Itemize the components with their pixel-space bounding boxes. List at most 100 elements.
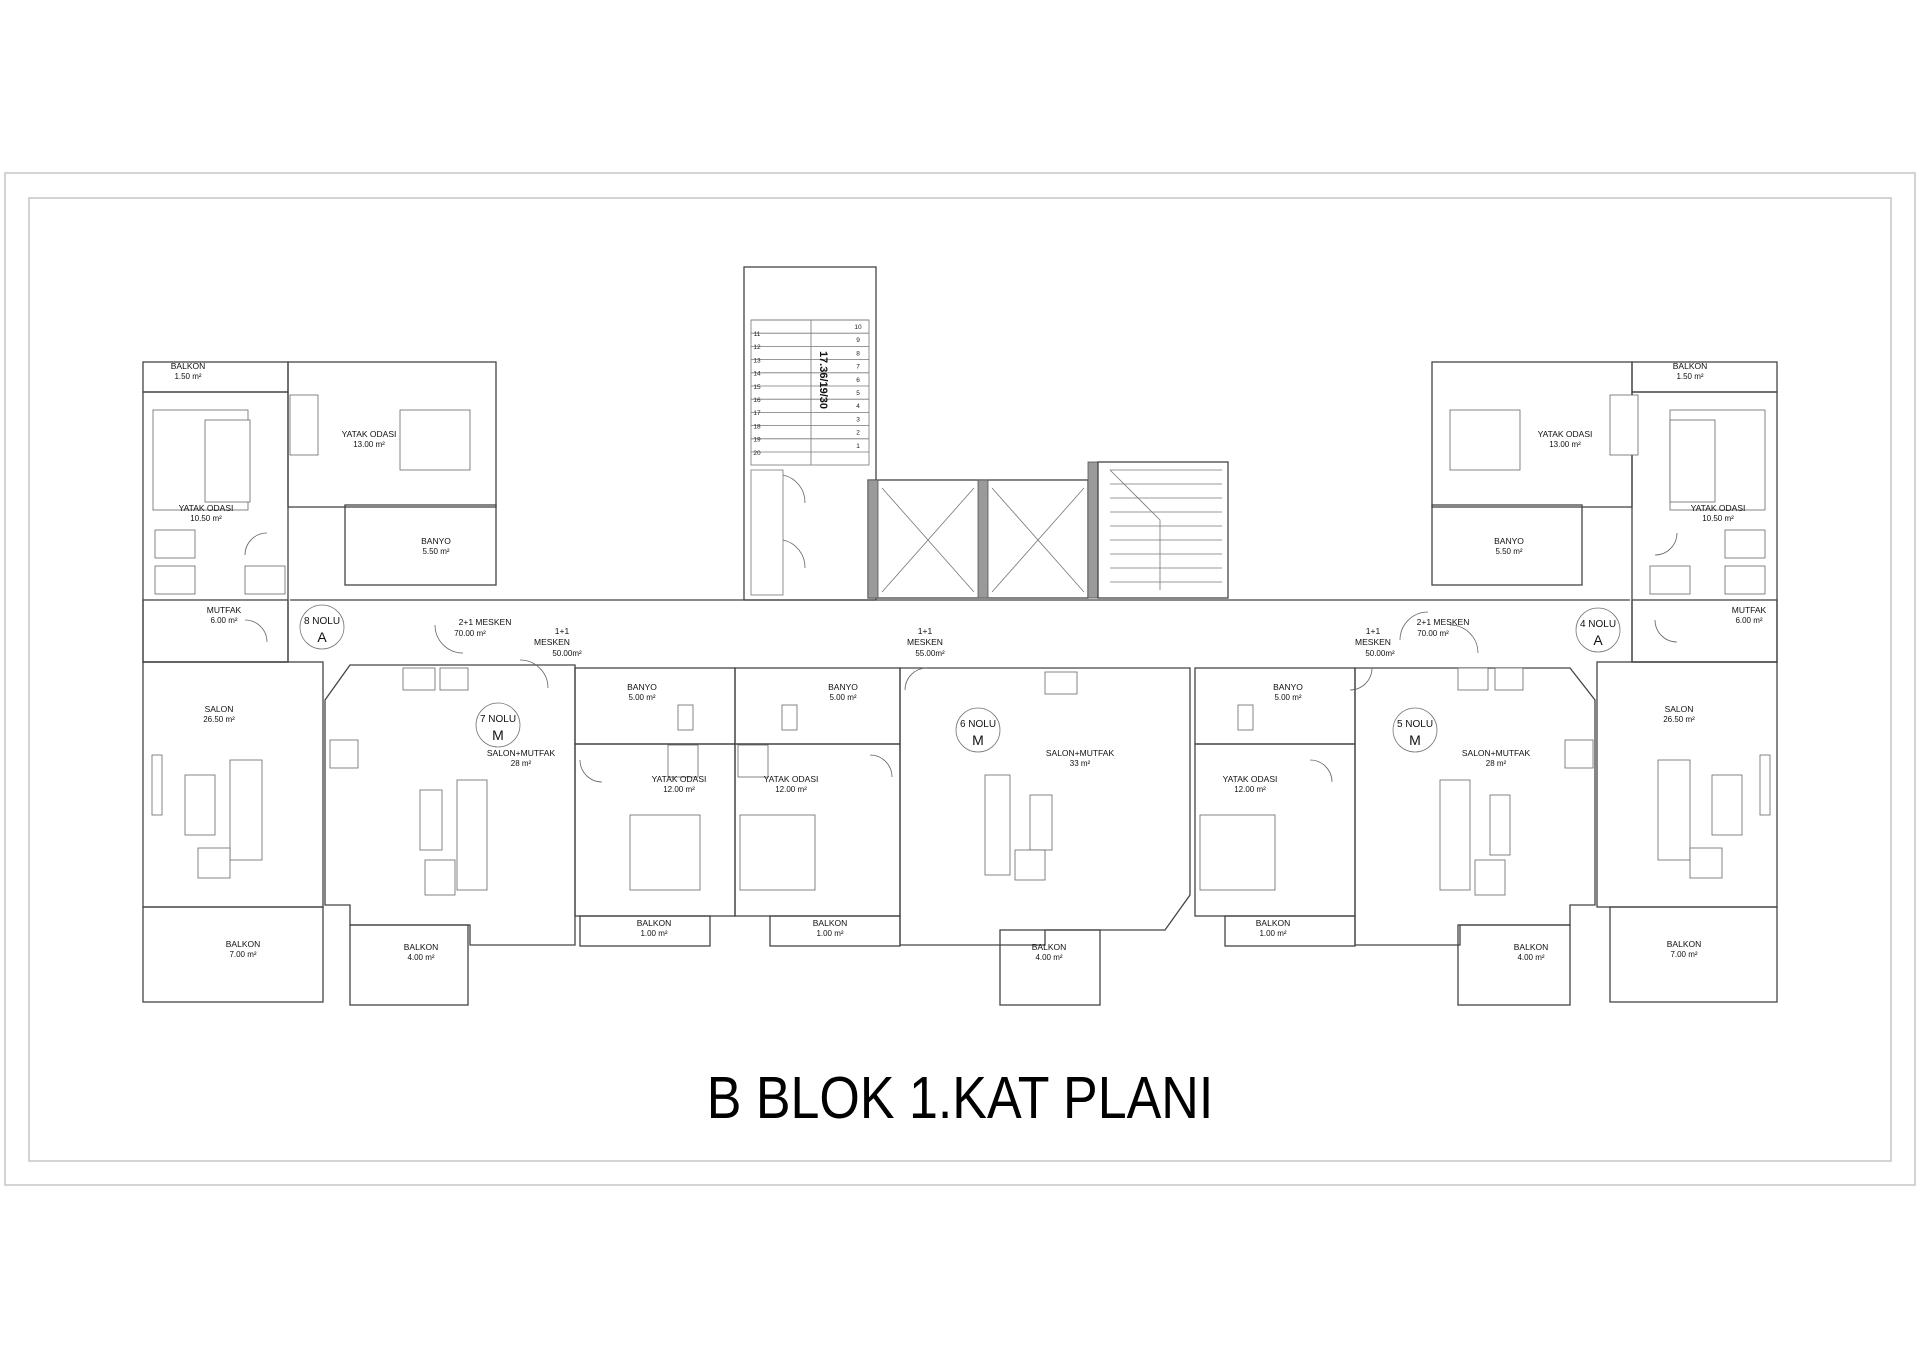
step-number: 1 bbox=[856, 443, 860, 450]
plan-title: B BLOK 1.KAT PLANI bbox=[707, 1063, 1214, 1130]
room-area: 12.00 m² bbox=[775, 785, 807, 794]
unit-tag-6: 6 NOLU M bbox=[955, 707, 1001, 753]
svg-text:M: M bbox=[1409, 732, 1421, 748]
step-number: 2 bbox=[856, 430, 860, 437]
unit-center-11-walls bbox=[734, 667, 901, 947]
unit-8-walls bbox=[142, 361, 497, 1003]
room-area: 26.50 m² bbox=[203, 715, 235, 724]
unit-7-walls bbox=[324, 664, 576, 1006]
room-area: 5.50 m² bbox=[1495, 547, 1522, 556]
room-name: YATAK ODASI bbox=[1223, 774, 1278, 784]
room-area: 28 m² bbox=[1486, 759, 1507, 768]
svg-text:8 NOLU: 8 NOLU bbox=[304, 616, 340, 627]
room-name: SALON+MUTFAK bbox=[1462, 748, 1531, 758]
svg-text:1+1: 1+1 bbox=[555, 626, 570, 636]
room-name: BANYO bbox=[1273, 682, 1303, 692]
room-name: SALON bbox=[205, 704, 234, 714]
room-name: BANYO bbox=[421, 536, 451, 546]
room-area: 13.00 m² bbox=[1549, 440, 1581, 449]
mesken-label-left-21: 2+1 MESKEN 70.00 m² bbox=[454, 617, 511, 638]
unit-tag-8: 8 NOLU A bbox=[299, 604, 345, 650]
room-name: BALKON bbox=[404, 942, 439, 952]
room-name: BALKON bbox=[637, 918, 672, 928]
room-area: 5.00 m² bbox=[1274, 693, 1301, 702]
room-area: 4.00 m² bbox=[1035, 953, 1062, 962]
svg-text:50.00m²: 50.00m² bbox=[552, 649, 582, 658]
room-area: 1.00 m² bbox=[1259, 929, 1286, 938]
room-name: BALKON bbox=[813, 918, 848, 928]
room-name: SALON bbox=[1665, 704, 1694, 714]
room-area: 5.50 m² bbox=[422, 547, 449, 556]
unit-tag-4: 4 NOLU A bbox=[1575, 607, 1621, 653]
step-number: 17 bbox=[753, 410, 761, 417]
room-name: YATAK ODASI bbox=[1691, 503, 1746, 513]
step-number: 8 bbox=[856, 350, 860, 357]
step-number: 4 bbox=[856, 403, 860, 410]
room-name: BALKON bbox=[226, 939, 261, 949]
outer-frame bbox=[4, 172, 1916, 1186]
room-area: 4.00 m² bbox=[1517, 953, 1544, 962]
room-area: 5.00 m² bbox=[829, 693, 856, 702]
room-name: MUTFAK bbox=[1732, 605, 1767, 615]
step-number: 6 bbox=[856, 377, 860, 384]
room-name: YATAK ODASI bbox=[179, 503, 234, 513]
room-area: 7.00 m² bbox=[1670, 950, 1697, 959]
room-name: SALON+MUTFAK bbox=[1046, 748, 1115, 758]
step-number: 5 bbox=[856, 390, 860, 397]
step-number: 10 bbox=[854, 324, 862, 331]
svg-text:A: A bbox=[317, 629, 327, 645]
step-number: 3 bbox=[856, 416, 860, 423]
room-area: 6.00 m² bbox=[1735, 616, 1762, 625]
svg-text:70.00 m²: 70.00 m² bbox=[1417, 629, 1449, 638]
step-number: 14 bbox=[753, 371, 761, 378]
svg-text:A: A bbox=[1593, 632, 1603, 648]
room-name: BALKON bbox=[1514, 942, 1549, 952]
svg-text:2+1 MESKEN: 2+1 MESKEN bbox=[459, 617, 512, 627]
room-name: BALKON bbox=[171, 361, 206, 371]
room-name: BALKON bbox=[1032, 942, 1067, 952]
svg-text:4 NOLU: 4 NOLU bbox=[1580, 619, 1616, 630]
step-number: 13 bbox=[753, 357, 761, 364]
door-swings bbox=[244, 532, 1678, 783]
svg-text:5 NOLU: 5 NOLU bbox=[1397, 719, 1433, 730]
mesken-label-center: 1+1 MESKEN 55.00m² bbox=[907, 626, 945, 658]
room-area: 33 m² bbox=[1070, 759, 1091, 768]
room-area: 1.00 m² bbox=[640, 929, 667, 938]
svg-text:2+1 MESKEN: 2+1 MESKEN bbox=[1417, 617, 1470, 627]
room-name: BALKON bbox=[1673, 361, 1708, 371]
room-area: 10.50 m² bbox=[190, 514, 222, 523]
room-area: 7.00 m² bbox=[229, 950, 256, 959]
room-area: 4.00 m² bbox=[407, 953, 434, 962]
mesken-label-left-11: 1+1 MESKEN 50.00m² bbox=[534, 626, 582, 658]
svg-text:7 NOLU: 7 NOLU bbox=[480, 714, 516, 725]
stair-note: 17.36/19/30 bbox=[817, 351, 829, 409]
room-area: 1.50 m² bbox=[174, 372, 201, 381]
step-number: 19 bbox=[753, 437, 761, 444]
unit-tag-5: 5 NOLU M bbox=[1392, 707, 1438, 753]
elevator-shafts bbox=[867, 461, 1099, 599]
svg-text:50.00m²: 50.00m² bbox=[1365, 649, 1395, 658]
room-area: 13.00 m² bbox=[353, 440, 385, 449]
room-name: BANYO bbox=[627, 682, 657, 692]
svg-text:6 NOLU: 6 NOLU bbox=[960, 719, 996, 730]
